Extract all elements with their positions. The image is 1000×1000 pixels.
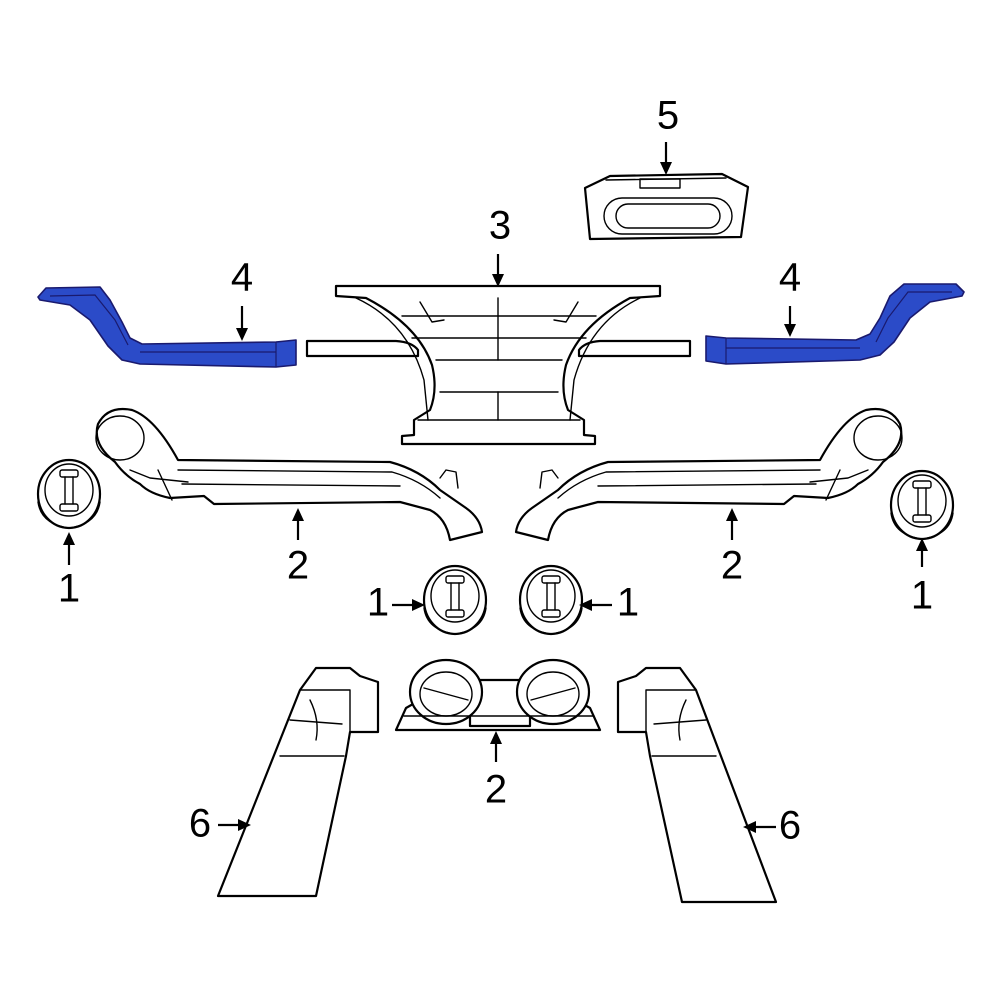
callout-4-right: 4 [779, 256, 801, 300]
part-1-outlet-far-left [36, 458, 102, 530]
callout-3: 3 [489, 204, 511, 248]
part-4-left-duct [37, 286, 297, 368]
part-2-left-duct [95, 407, 484, 542]
callout-6-left: 6 [189, 802, 211, 846]
callout-1-center-left: 1 [367, 581, 389, 625]
part-3-center-duct [305, 284, 692, 446]
part-4-right-duct [705, 283, 965, 365]
part-5-bezel [583, 172, 750, 241]
callout-2-right: 2 [721, 544, 743, 588]
callout-labels: 1 1 1 1 2 2 2 3 4 4 5 6 6 [58, 94, 933, 848]
part-2-center-duct [394, 658, 602, 732]
part-1-outlet-center-left [422, 564, 488, 636]
part-6-right-floor-duct [616, 666, 778, 904]
callout-5: 5 [657, 94, 679, 138]
callout-1-far-right: 1 [911, 574, 933, 618]
callout-4-left: 4 [231, 256, 253, 300]
part-1-outlet-far-right [889, 469, 955, 541]
callout-6-right: 6 [779, 804, 801, 848]
part-1-outlet-center-right [518, 564, 584, 636]
callout-2-left: 2 [287, 544, 309, 588]
callout-1-far-left: 1 [58, 567, 80, 611]
part-6-left-floor-duct [216, 666, 380, 898]
part-2-right-duct [514, 407, 903, 542]
callout-1-center-right: 1 [617, 581, 639, 625]
callout-2-center: 2 [485, 768, 507, 812]
leader-arrows [63, 142, 928, 833]
